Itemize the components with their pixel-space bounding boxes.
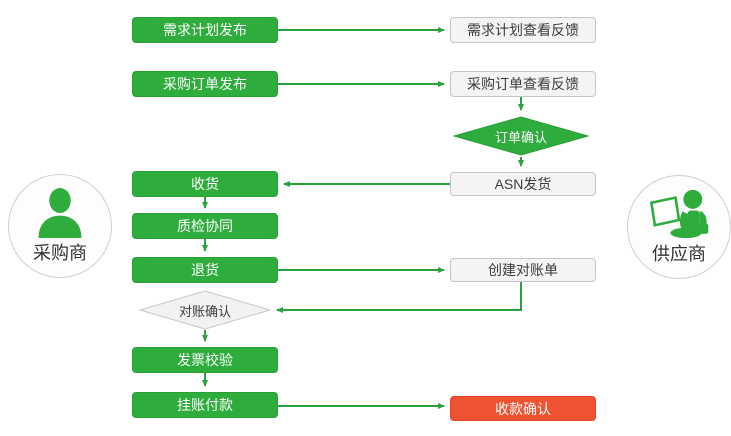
node-asn-ship: ASN发货: [450, 172, 596, 196]
node-quality-collab: 质检协同: [132, 213, 278, 239]
node-order-confirm: 订单确认: [453, 116, 589, 156]
node-po-publish: 采购订单发布: [132, 71, 278, 97]
diamond-label: 订单确认: [494, 129, 547, 145]
diamond-label: 对账确认: [178, 303, 231, 319]
node-book-payment: 挂账付款: [132, 392, 278, 418]
node-demand-plan-publish: 需求计划发布: [132, 17, 278, 43]
supplier-laptop-person-icon: [649, 189, 709, 238]
buyer-person-icon: [38, 187, 82, 238]
node-reconcile-confirm: 对账确认: [139, 290, 271, 330]
buyer-label: 采购商: [33, 242, 87, 263]
diamond-shape: [139, 290, 271, 330]
node-create-statement: 创建对账单: [450, 258, 596, 282]
actor-buyer: 采购商: [8, 174, 112, 278]
actor-supplier: 供应商: [627, 175, 731, 279]
node-invoice-check: 发票校验: [132, 347, 278, 373]
node-return-goods: 退货: [132, 257, 278, 283]
diamond-shape: [453, 116, 589, 156]
supplier-label: 供应商: [652, 243, 706, 264]
node-receipt-confirm: 收款确认: [450, 396, 596, 421]
node-demand-plan-feedback: 需求计划查看反馈: [450, 17, 596, 43]
node-po-feedback: 采购订单查看反馈: [450, 71, 596, 97]
node-receive-goods: 收货: [132, 171, 278, 197]
